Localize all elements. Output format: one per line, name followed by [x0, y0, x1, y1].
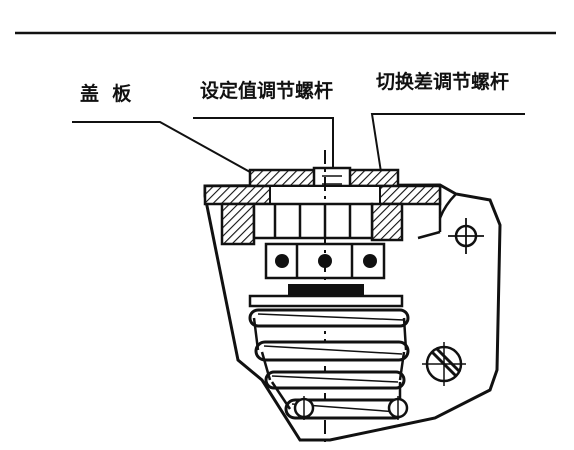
- crosshair-screw-upper-right: [448, 218, 484, 254]
- right-wall: [370, 202, 404, 242]
- left-wall: [220, 202, 256, 246]
- label-differential-screw: 切换差调节螺杆: [376, 70, 509, 93]
- crosshair-screw-lower-right: [422, 342, 466, 386]
- adjustment-block: [252, 202, 374, 240]
- spring: [248, 308, 410, 420]
- crosshair-screw-bottom-left: [293, 396, 315, 420]
- nut-bolt-left: [275, 254, 289, 268]
- nut-bolt-right: [363, 254, 377, 268]
- leader-lines: [72, 113, 525, 173]
- label-setpoint-screw: 设定值调节螺杆: [200, 79, 333, 102]
- crosshair-screw-bottom-right: [387, 396, 409, 420]
- label-cover-plate: 盖 板: [80, 82, 132, 105]
- spring-seat: [288, 284, 364, 296]
